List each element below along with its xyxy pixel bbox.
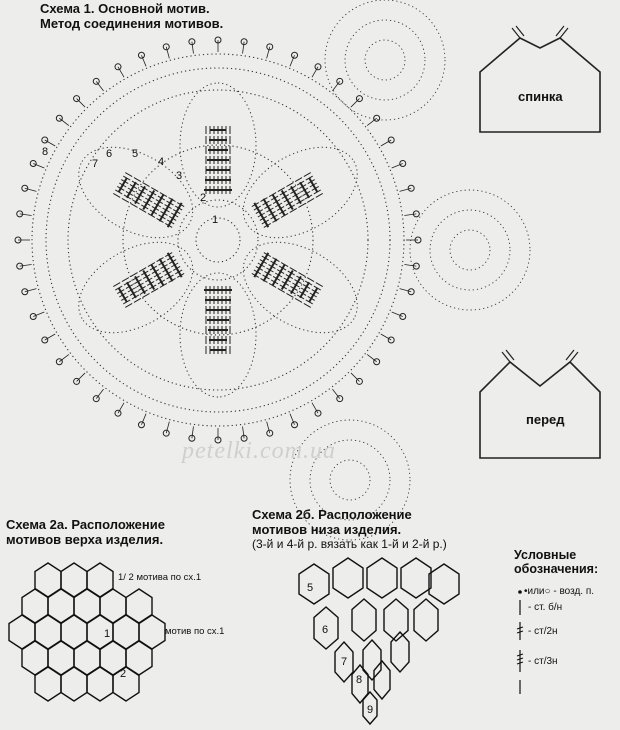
round-number: 3 bbox=[176, 170, 183, 182]
motif-number: 8 bbox=[356, 674, 363, 686]
back-piece-outline bbox=[479, 25, 601, 133]
scheme-2b-title: Схема 2б. Расположение мотивов низа изде… bbox=[252, 507, 447, 552]
legend-title: Условные обозначения: bbox=[514, 548, 598, 577]
legend-symbols bbox=[516, 590, 524, 694]
legend-double-crochet: - ст/2н bbox=[528, 626, 558, 637]
scheme-2a-title-line1: Схема 2а. Расположение bbox=[6, 517, 165, 532]
motif-number: 6 bbox=[322, 624, 329, 636]
motif-label: мотив по сх.1 bbox=[165, 626, 225, 637]
scheme-2b-hexagons bbox=[298, 557, 460, 726]
legend-text: - возд. п. bbox=[553, 586, 595, 597]
round-number: 6 bbox=[106, 148, 113, 160]
watermark: petelki.com.ua bbox=[182, 438, 336, 464]
round-number: 8 bbox=[42, 146, 49, 158]
half-motif-label: 1/ 2 мотива по сх.1 bbox=[118, 572, 202, 583]
motif-number: 7 bbox=[341, 656, 348, 668]
scheme-1-title: Схема 1. Основной мотив. Метод соединени… bbox=[40, 1, 224, 32]
scheme-2b-title-line2: мотивов низа изделия. bbox=[252, 521, 402, 537]
scheme-1-title-line1: Схема 1. Основной мотив. bbox=[40, 1, 210, 16]
scheme-2a-title: Схема 2а. Расположение мотивов верха изд… bbox=[6, 517, 165, 548]
round-number: 2 bbox=[200, 192, 207, 204]
legend-single-crochet: - ст. б/н bbox=[528, 602, 562, 613]
legend-symbol: •или○ bbox=[524, 586, 551, 597]
motif-number: 1 bbox=[104, 628, 111, 640]
scheme-2a-hexagons bbox=[8, 562, 166, 702]
round-number: 4 bbox=[158, 156, 165, 168]
legend-treble-crochet: - ст/3н bbox=[528, 656, 558, 667]
motif-number: 9 bbox=[367, 704, 374, 716]
motif-number: 2 bbox=[120, 668, 127, 680]
legend-title-line2: обозначения: bbox=[514, 562, 599, 577]
motif-number: 5 bbox=[307, 582, 314, 594]
scheme-2b-title-line1: Схема 2б. Расположение bbox=[252, 507, 412, 522]
legend-chain-stitch: •или○ - возд. п. bbox=[524, 586, 594, 597]
round-number: 7 bbox=[92, 158, 99, 170]
front-piece-outline bbox=[479, 349, 601, 459]
scheme-2a-title-line2: мотивов верха изделия. bbox=[6, 531, 164, 547]
legend-text: - ст. б/н bbox=[528, 602, 563, 613]
legend-text: - ст/2н bbox=[528, 626, 558, 637]
front-label: перед bbox=[526, 412, 565, 427]
main-motif bbox=[14, 0, 531, 541]
legend-text: - ст/3н bbox=[528, 656, 558, 667]
legend-title-line1: Условные bbox=[514, 548, 577, 562]
scheme-2b-title-line3: (3-й и 4-й р. вязать как 1-й и 2-й р.) bbox=[252, 536, 447, 551]
scheme-1-title-line2: Метод соединения мотивов. bbox=[40, 15, 224, 31]
round-number: 1 bbox=[212, 214, 219, 226]
round-number: 5 bbox=[132, 148, 139, 160]
back-label: спинка bbox=[518, 89, 563, 104]
